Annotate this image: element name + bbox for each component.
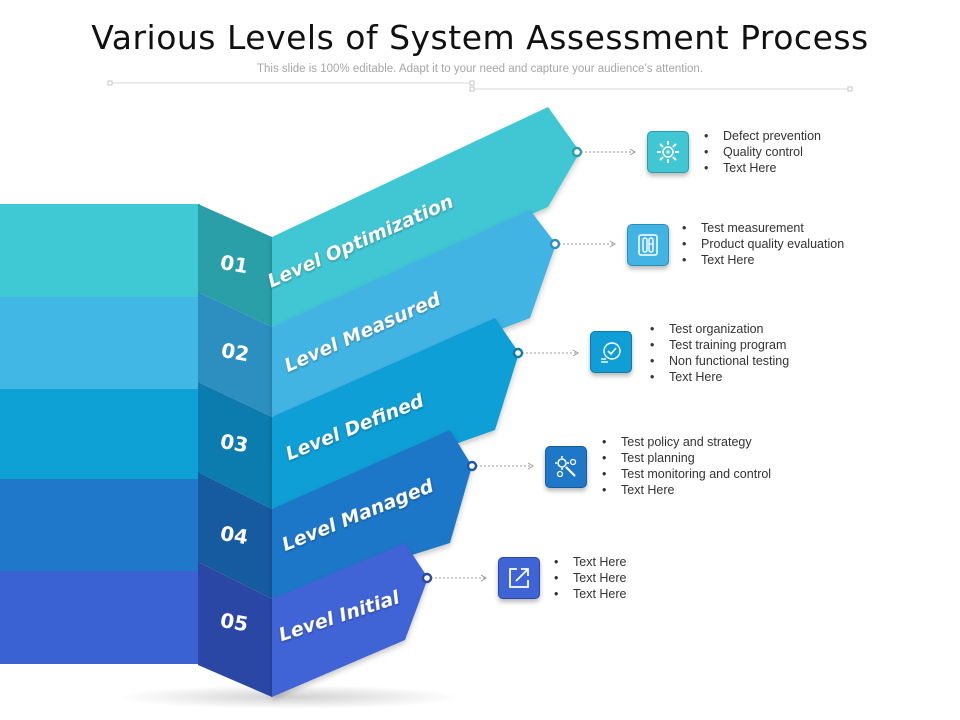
level-bullet-list: Defect preventionQuality controlText Her… xyxy=(704,128,821,176)
level-number: 01 xyxy=(218,250,250,278)
level-block-2 xyxy=(0,297,200,389)
level-bullet-list: Test policy and strategyTest planningTes… xyxy=(602,434,771,498)
level-bullet-list: Text HereText HereText Here xyxy=(554,554,627,602)
connector-dot xyxy=(512,347,524,359)
bullet-item: Text Here xyxy=(682,252,844,268)
connector-dot xyxy=(466,460,478,472)
bullet-item: Test organization xyxy=(650,321,789,337)
bullet-item: Quality control xyxy=(704,144,821,160)
level-block-1 xyxy=(0,204,200,297)
bullet-item: Test policy and strategy xyxy=(602,434,771,450)
level-number: 03 xyxy=(218,429,250,457)
bullet-item: Non functional testing xyxy=(650,353,789,369)
bullet-item: Text Here xyxy=(650,369,789,385)
level-side-face-4 xyxy=(198,472,272,599)
level-side-face-5 xyxy=(198,562,272,697)
level-block-5 xyxy=(0,571,200,664)
bullet-item: Test measurement xyxy=(682,220,844,236)
page-title: Various Levels of System Assessment Proc… xyxy=(91,18,869,57)
level-block-3 xyxy=(0,389,200,479)
bullet-item: Text Here xyxy=(602,482,771,498)
connector-dot xyxy=(571,146,583,158)
bullet-item: Text Here xyxy=(704,160,821,176)
connector-arrowhead xyxy=(629,148,636,156)
level-number: 05 xyxy=(218,608,250,636)
checklist-icon xyxy=(590,331,632,373)
level-bullet-list: Test measurementProduct quality evaluati… xyxy=(682,220,844,268)
level-arrow-1 xyxy=(272,107,580,327)
connector-arrowhead xyxy=(609,240,616,248)
level-arrow-4 xyxy=(272,430,472,599)
level-number: 02 xyxy=(219,338,251,366)
level-side-face-3 xyxy=(198,382,272,509)
connector-dot xyxy=(549,238,561,250)
level-side-face-2 xyxy=(198,292,272,417)
gear-icon xyxy=(647,131,689,173)
page-subtitle: This slide is 100% editable. Adapt it to… xyxy=(256,63,704,75)
bullet-item: Test training program xyxy=(650,337,789,353)
connector-arrowhead xyxy=(480,574,487,582)
connector-dot xyxy=(421,572,433,584)
bullet-item: Test monitoring and control xyxy=(602,466,771,482)
gear-wrench-icon xyxy=(545,446,587,488)
connector-arrowhead xyxy=(572,349,579,357)
level-block-4 xyxy=(0,479,200,571)
bullet-item: Test planning xyxy=(602,450,771,466)
bullet-item: Text Here xyxy=(554,554,627,570)
level-arrow-5 xyxy=(272,543,428,697)
external-link-icon xyxy=(498,557,540,599)
test-tubes-icon xyxy=(627,224,669,266)
bullet-item: Product quality evaluation xyxy=(682,236,844,252)
level-side-face-1 xyxy=(198,204,272,327)
level-number: 04 xyxy=(218,521,250,549)
bullet-item: Text Here xyxy=(554,586,627,602)
connector-arrowhead xyxy=(527,462,534,470)
level-bullet-list: Test organizationTest training programNo… xyxy=(650,321,789,385)
level-arrow-3 xyxy=(272,318,519,509)
bullet-item: Defect prevention xyxy=(704,128,821,144)
level-arrow-2 xyxy=(272,210,556,417)
bullet-item: Text Here xyxy=(554,570,627,586)
